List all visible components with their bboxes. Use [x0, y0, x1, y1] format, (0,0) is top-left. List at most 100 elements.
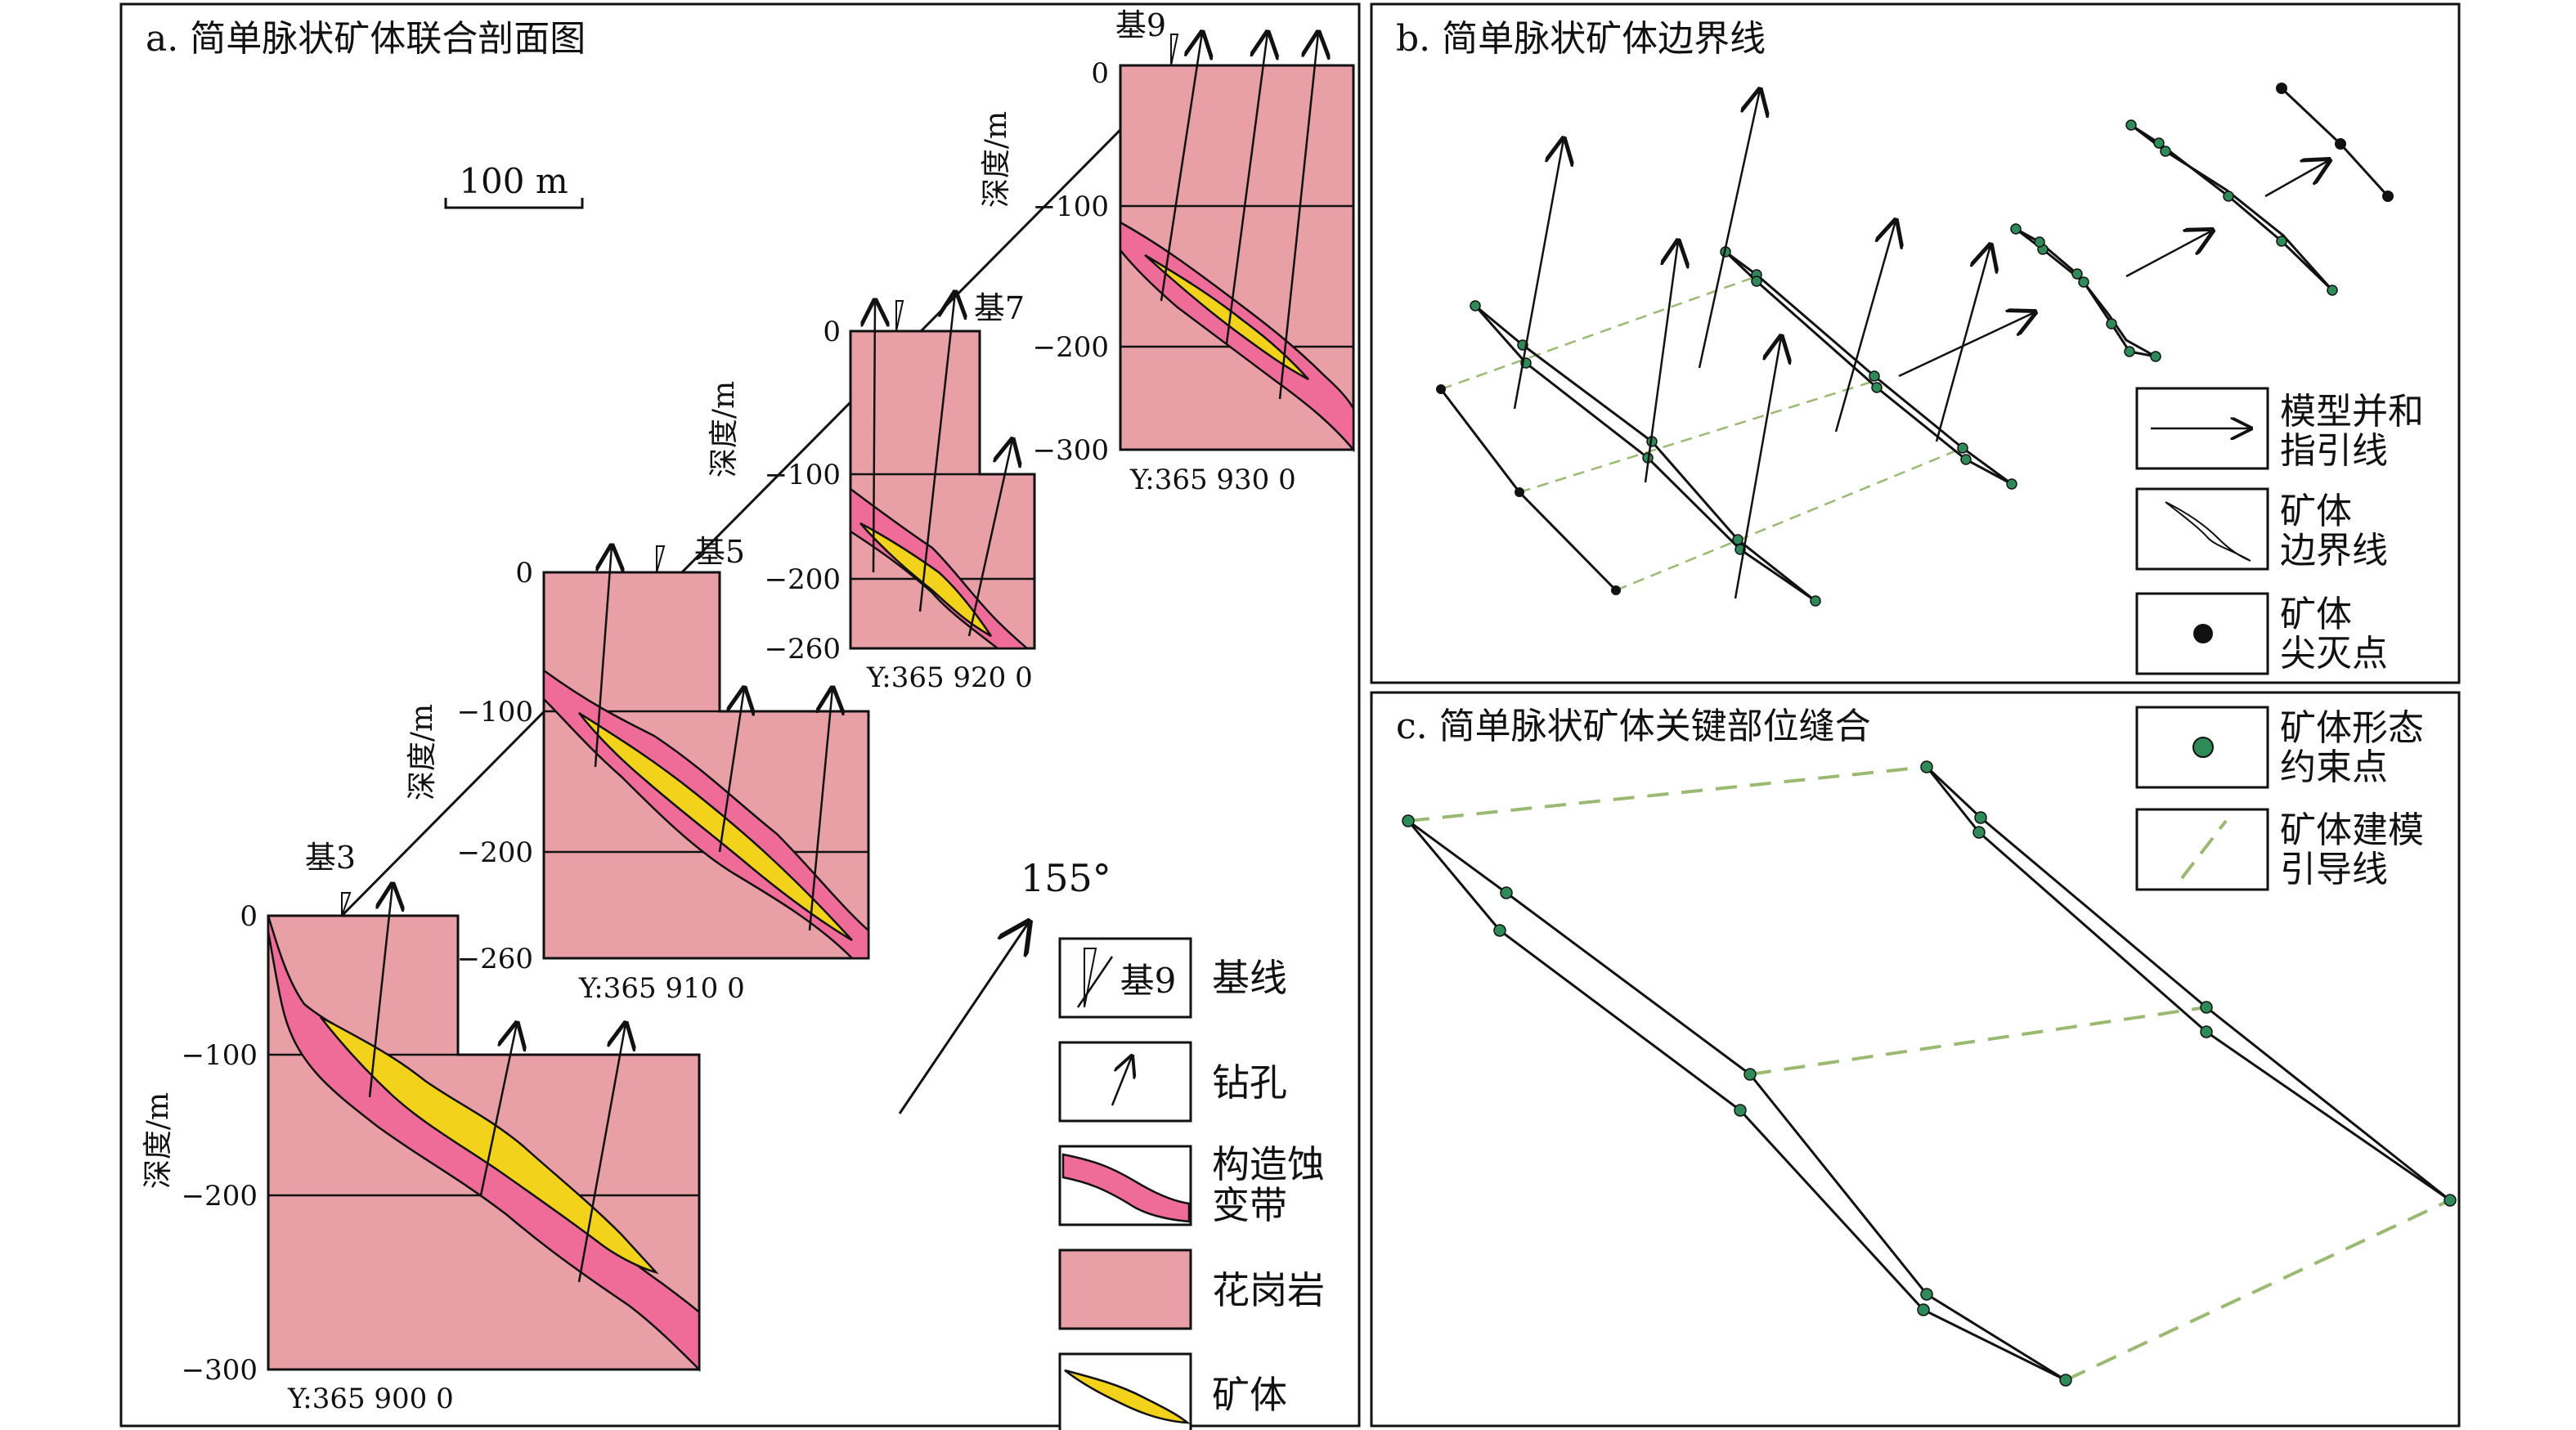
- panel-b: b. 简单脉状矿体边界线: [1370, 2, 2461, 684]
- depth-axis-label: 深度/m: [141, 1092, 175, 1189]
- drillhole: [918, 293, 955, 612]
- merge-guide-arrows: [1898, 160, 2329, 378]
- drillhole: [594, 546, 612, 768]
- legend-granite-label: 花岗岩: [1212, 1268, 1325, 1312]
- legend-orebody-label: 矿体: [1212, 1373, 1287, 1417]
- legend-baseline-label: 基线: [1212, 956, 1287, 1000]
- baseline-marker: [895, 300, 904, 332]
- depth-tick: 0: [240, 900, 258, 933]
- legend-pinch-line-2: 尖灭点: [2280, 633, 2388, 675]
- pinch-out-points: [1436, 83, 2394, 595]
- depth-tick: 0: [823, 316, 841, 348]
- legend-guide-line-2: 引导线: [2280, 849, 2388, 890]
- depth-tick: −200: [765, 563, 841, 596]
- legend-pinch-line-1: 矿体: [2280, 594, 2352, 635]
- depth-tick: −300: [182, 1354, 258, 1387]
- alteration-zone: [849, 486, 1030, 650]
- baseline-label: 基9: [1115, 7, 1166, 43]
- section-ji3: 基3 0 −100 −200 −300 深度/m Y:365 900 0: [141, 840, 701, 1415]
- panel-a-frame: [119, 2, 1361, 1428]
- drillhole: [873, 301, 875, 573]
- depth-tick: −260: [765, 633, 841, 666]
- baseline-marker: [656, 545, 666, 573]
- depth-tick: −100: [182, 1039, 258, 1072]
- traverse-line: [340, 64, 1186, 917]
- section-y-label: Y:365 900 0: [287, 1383, 454, 1415]
- depth-tick: −100: [457, 696, 533, 728]
- legend-guide-line-1: 矿体建模: [2280, 809, 2424, 851]
- depth-tick: −300: [1033, 434, 1109, 467]
- drillhole-symbol-icon: [1111, 1056, 1132, 1106]
- baseline-marker: [1170, 34, 1179, 66]
- granite-symbol-icon: [1058, 1248, 1192, 1330]
- legend-c: 矿体形态 约束点 矿体建模 引导线: [2135, 706, 2424, 891]
- ore-boundary-icon: [2165, 501, 2251, 562]
- constraint-points: [1470, 119, 2338, 607]
- section-y-label: Y:365 920 0: [866, 661, 1033, 694]
- section-y-label: Y:365 930 0: [1129, 464, 1296, 496]
- depth-tick: −260: [457, 943, 533, 975]
- panel-b-title: b. 简单脉状矿体边界线: [1396, 18, 1766, 60]
- guide-lines: [1440, 275, 1963, 592]
- panel-c-frame: [1370, 691, 2461, 1428]
- scale-label: 100 m: [459, 161, 568, 201]
- legend-a: 基9 基线 钻孔 构造蚀 变带 花岗岩 矿体: [1058, 937, 1325, 1430]
- panel-c: c. 简单脉状矿体关键部位缝合 矿体形态 约束点: [1370, 691, 2461, 1428]
- legend-constraint-line-1: 矿体形态: [2280, 707, 2424, 749]
- legend-baseline-symbol-text: 基9: [1120, 961, 1177, 1001]
- legend-merge-line-2: 指引线: [2280, 430, 2388, 472]
- direction-label: 155°: [1021, 856, 1111, 900]
- constraint-points-c: [1402, 760, 2457, 1387]
- drillhole: [577, 1024, 626, 1283]
- baseline-marker: [341, 892, 352, 917]
- legend-drillhole-label: 钻孔: [1212, 1060, 1287, 1105]
- granite-block: [849, 329, 1036, 650]
- legend-alteration-line-2: 变带: [1212, 1183, 1287, 1227]
- alteration-symbol-icon: [1061, 1153, 1191, 1223]
- legend-merge-line-1: 模型并和: [2280, 391, 2424, 433]
- legend-boundary-line-2: 边界线: [2280, 530, 2388, 572]
- depth-tick: −100: [1033, 191, 1109, 223]
- scale-bar: 100 m: [444, 161, 584, 209]
- section-ji9: 基9 0 −100 −200 −300 深度/m Y:365 930 0: [980, 7, 1355, 496]
- panel-b-frame: [1370, 2, 2461, 684]
- depth-tick: 0: [515, 557, 533, 589]
- orebody-symbol-icon: [1064, 1369, 1191, 1424]
- drillhole: [1278, 33, 1318, 400]
- depth-tick: 0: [1091, 57, 1109, 90]
- drillhole: [808, 688, 832, 931]
- pinch-out-icon: [2193, 624, 2213, 643]
- drillhole: [718, 688, 744, 853]
- baseline-label: 基5: [694, 534, 745, 570]
- depth-tick: −100: [765, 459, 841, 491]
- drillhole: [368, 885, 393, 1098]
- depth-axis-label: 深度/m: [707, 381, 741, 477]
- drillhole: [1160, 33, 1202, 302]
- baseline-label: 基3: [305, 840, 356, 876]
- drillhole: [1225, 33, 1268, 344]
- orebody: [859, 522, 993, 638]
- section-y-label: Y:365 910 0: [578, 972, 745, 1005]
- panel-c-title: c. 简单脉状矿体关键部位缝合: [1396, 706, 1871, 747]
- panel-a: a. 简单脉状矿体联合剖面图 100 m 基3 0 −100 −200 −300…: [119, 2, 1361, 1430]
- panel-a-title: a. 简单脉状矿体联合剖面图: [146, 18, 586, 60]
- drillhole: [967, 440, 1012, 637]
- section-ji7: 基7 0 −100 −200 −260 深度/m Y:365 920 0: [707, 290, 1036, 694]
- guide-line-icon: [2180, 819, 2228, 880]
- legend-b: 模型并和 指引线 矿体 边界线 矿体 尖灭点: [2135, 387, 2424, 675]
- direction-arrow: [898, 922, 1029, 1114]
- depth-tick: −200: [1033, 331, 1109, 364]
- orebody: [578, 711, 853, 942]
- legend-constraint-line-2: 约束点: [2280, 746, 2388, 788]
- orebody: [1144, 253, 1309, 381]
- drillholes-b: [1513, 90, 1990, 599]
- depth-tick: −200: [182, 1180, 258, 1213]
- section-ji5: 基5 0 −100 −200 −260 深度/m Y:365 910 0: [406, 534, 870, 1005]
- baseline-label: 基7: [974, 290, 1025, 326]
- legend-alteration-line-1: 构造蚀: [1212, 1142, 1325, 1186]
- legend-boundary-line-1: 矿体: [2280, 491, 2352, 532]
- orebody: [320, 1015, 659, 1275]
- depth-tick: −200: [457, 836, 533, 869]
- depth-axis-label: 深度/m: [980, 111, 1013, 208]
